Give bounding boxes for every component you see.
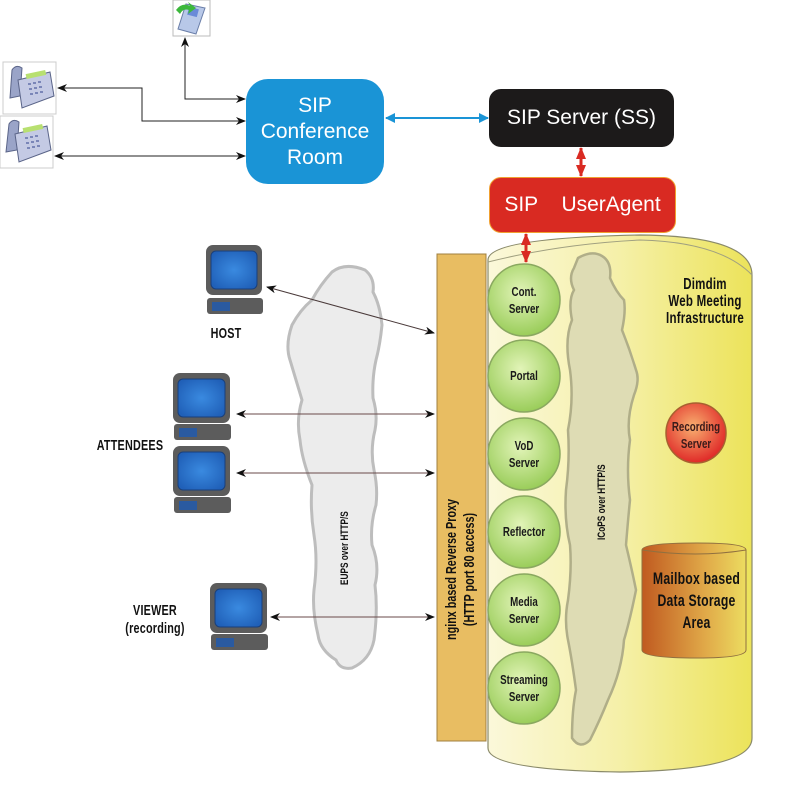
sip-conference-room: SIP Conference Room — [246, 79, 384, 184]
recording-server-node — [665, 402, 727, 464]
eups-cloud — [286, 265, 384, 670]
viewer-line: (recording) — [125, 620, 185, 637]
icops-cloud — [564, 252, 639, 746]
conference-room-line: SIP — [298, 93, 332, 117]
cont-server-node — [487, 263, 561, 337]
infra-title-line: Infrastructure — [666, 310, 744, 327]
portal-label: Portal — [510, 368, 538, 383]
cont-server-label: Cont.Server — [508, 284, 540, 316]
host-proxy-arrow — [266, 285, 435, 335]
viewer-computer-icon — [210, 583, 268, 650]
conference-room-line: Conference — [260, 119, 370, 143]
host-label: HOST — [210, 325, 242, 342]
deskphone1-link-arrow — [57, 84, 246, 125]
attendee1-computer-icon — [173, 373, 231, 440]
portal-node — [487, 339, 561, 413]
proxy-line: nginx based Reverse Proxy — [443, 498, 460, 640]
sip-useragent-box: SIP UserAgent — [489, 177, 676, 233]
vod-server-node — [487, 417, 561, 491]
viewer-line: VIEWER — [133, 602, 177, 619]
eups-label: EUPS over HTTP/S — [339, 511, 351, 585]
reflector-node — [487, 495, 561, 569]
media-server-node — [487, 573, 561, 647]
storage-line: Mailbox based — [652, 569, 741, 588]
proxy-line: (HTTP port 80 access) — [461, 512, 478, 627]
reflector-label: Reflector — [502, 524, 546, 539]
desk-phone-icon — [2, 61, 57, 115]
icops-label: ICoPS over HTTP/S — [596, 464, 608, 540]
infra-title-line: Dimdim — [683, 276, 727, 293]
sip-server-box: SIP Server (SS) — [489, 89, 674, 147]
host-computer-icon — [206, 245, 263, 314]
mobile-phone-icon — [172, 0, 211, 37]
mobile-link-arrow — [181, 37, 246, 103]
mailbox-storage-cylinder — [641, 542, 747, 659]
storage-line: Data Storage — [657, 591, 736, 610]
attendees-label: ATTENDEES — [96, 437, 164, 454]
attendee2-computer-icon — [173, 446, 231, 513]
viewer-label: VIEWER (recording) — [119, 602, 191, 638]
reverse-proxy-bar — [436, 253, 487, 742]
sip-useragent-label: SIP UserAgent — [504, 193, 661, 216]
streaming-server-node — [487, 651, 561, 725]
desk-phone-icon — [0, 115, 54, 169]
server-circles — [487, 263, 561, 725]
sip-server-label: SIP Server (SS) — [507, 106, 656, 129]
conference-room-line: Room — [286, 145, 343, 169]
storage-line: Area — [682, 613, 711, 632]
infra-title-line: Web Meeting — [668, 293, 742, 310]
infrastructure-title: Dimdim Web Meeting Infrastructure — [658, 276, 752, 327]
proxy-label: nginx based Reverse Proxy (HTTP port 80 … — [443, 499, 479, 640]
storage-label: Mailbox based Data Storage Area — [644, 568, 748, 634]
